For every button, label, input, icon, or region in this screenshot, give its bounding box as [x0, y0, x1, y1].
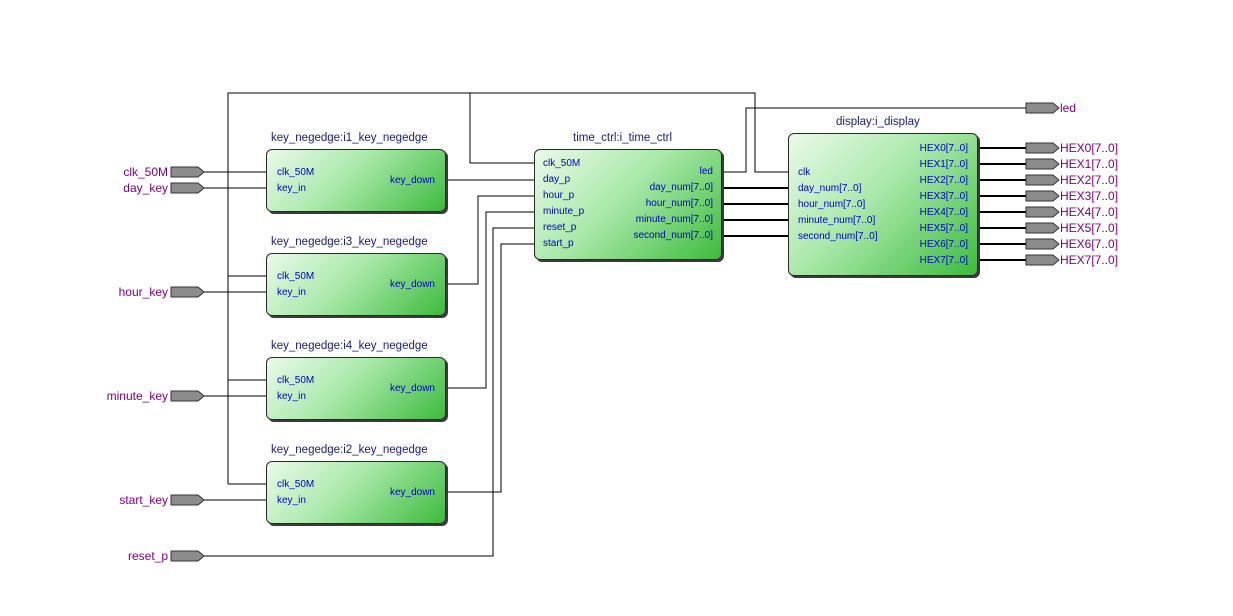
pin-hex6 — [1025, 238, 1060, 250]
port-hex0: HEX0[7..0] — [919, 143, 968, 154]
wire-reset-p — [204, 227, 536, 557]
input-day-label: day_key — [123, 181, 168, 195]
port-hex1: HEX1[7..0] — [919, 159, 968, 170]
port-day-num: day_num[7..0] — [649, 182, 713, 193]
output-led-label: led — [1060, 101, 1077, 115]
wire-start-p — [446, 243, 536, 493]
output-hex1-label: HEX1[7..0] — [1060, 157, 1119, 171]
block-k4-title: key_negedge:i4_key_negedge — [271, 340, 428, 352]
pin-hex1 — [1025, 158, 1060, 170]
port-second-num: second_num[7..0] — [798, 231, 878, 242]
wire-hour-p — [446, 195, 536, 285]
port-key-in: key_in — [277, 183, 306, 194]
port-day-p: day_p — [543, 174, 571, 185]
input-reset-label: reset_p — [127, 549, 168, 563]
block-time-ctrl-title: time_ctrl:i_time_ctrl — [573, 132, 673, 144]
block-key-negedge-i2[interactable]: clk_50M key_in key_down — [266, 461, 446, 524]
port-hex6: HEX6[7..0] — [919, 239, 968, 250]
output-hex7-label: HEX7[7..0] — [1060, 253, 1119, 267]
output-hex6-label: HEX6[7..0] — [1060, 237, 1119, 251]
input-start-label: start_key — [119, 493, 168, 507]
output-hex5-label: HEX5[7..0] — [1060, 221, 1119, 235]
wire-clk-trunk — [227, 92, 790, 484]
port-minute-num: minute_num[7..0] — [635, 214, 713, 225]
port-hour-p: hour_p — [543, 190, 575, 201]
pin-hour — [170, 286, 205, 298]
block-key-negedge-i1[interactable]: clk_50M key_in key_down — [266, 149, 446, 212]
pin-start — [170, 494, 205, 506]
port-hex3: HEX3[7..0] — [919, 191, 968, 202]
wire-led — [722, 107, 1026, 173]
input-hour-label: hour_key — [118, 285, 168, 299]
port-clk: clk_50M — [277, 271, 315, 282]
block-k3-title: key_negedge:i3_key_negedge — [271, 236, 428, 248]
port-clk: clk — [798, 167, 811, 178]
pin-hex3 — [1025, 190, 1060, 202]
port-key-down: key_down — [389, 279, 435, 290]
port-minute-num: minute_num[7..0] — [798, 215, 876, 226]
port-key-down: key_down — [389, 175, 435, 186]
pin-led — [1025, 102, 1060, 114]
port-clk: clk_50M — [277, 167, 315, 178]
block-display-title: display:i_display — [836, 116, 920, 128]
port-second-num: second_num[7..0] — [633, 230, 714, 241]
output-hex3-label: HEX3[7..0] — [1060, 189, 1119, 203]
port-key-in: key_in — [277, 495, 306, 506]
pin-minute — [170, 390, 205, 402]
wire-minute-p — [446, 211, 536, 389]
port-key-down: key_down — [389, 487, 435, 498]
wire-clk-time — [469, 93, 536, 164]
port-clk: clk_50M — [277, 375, 315, 386]
block-key-negedge-i4[interactable]: clk_50M key_in key_down — [266, 357, 446, 420]
port-key-in: key_in — [277, 391, 306, 402]
pin-hex5 — [1025, 222, 1060, 234]
port-led: led — [699, 166, 713, 177]
port-hex2: HEX2[7..0] — [919, 175, 968, 186]
port-key-down: key_down — [389, 383, 435, 394]
block-k2-title: key_negedge:i2_key_negedge — [271, 444, 428, 456]
pin-hex2 — [1025, 174, 1060, 186]
port-clk: clk_50M — [277, 479, 315, 490]
port-minute-p: minute_p — [543, 206, 585, 217]
port-hex4: HEX4[7..0] — [919, 207, 968, 218]
port-day-num: day_num[7..0] — [798, 183, 862, 194]
pin-day — [170, 182, 205, 194]
pin-hex4 — [1025, 206, 1060, 218]
output-hex0-label: HEX0[7..0] — [1060, 141, 1119, 155]
port-key-in: key_in — [277, 287, 306, 298]
output-hex4-label: HEX4[7..0] — [1060, 205, 1119, 219]
output-hex2-label: HEX2[7..0] — [1060, 173, 1119, 187]
block-time-ctrl[interactable]: clk_50M day_p hour_p minute_p reset_p st… — [534, 149, 722, 260]
port-clk: clk_50M — [543, 158, 581, 169]
input-minute-label: minute_key — [106, 389, 168, 403]
port-hour-num: hour_num[7..0] — [798, 199, 866, 210]
port-hex7: HEX7[7..0] — [919, 255, 968, 266]
pin-clk — [170, 166, 205, 178]
port-hex5: HEX5[7..0] — [919, 223, 968, 234]
input-clk-label: clk_50M — [123, 165, 168, 179]
block-key-negedge-i3[interactable]: clk_50M key_in key_down — [266, 253, 446, 316]
pin-reset — [170, 550, 205, 562]
port-hour-num: hour_num[7..0] — [645, 198, 713, 209]
block-k1-title: key_negedge:i1_key_negedge — [271, 132, 428, 144]
pin-hex7 — [1025, 254, 1060, 266]
port-reset-p: reset_p — [543, 222, 577, 233]
block-display[interactable]: clk day_num[7..0] hour_num[7..0] minute_… — [788, 133, 978, 276]
port-start-p: start_p — [543, 238, 574, 249]
pin-hex0 — [1025, 142, 1060, 154]
